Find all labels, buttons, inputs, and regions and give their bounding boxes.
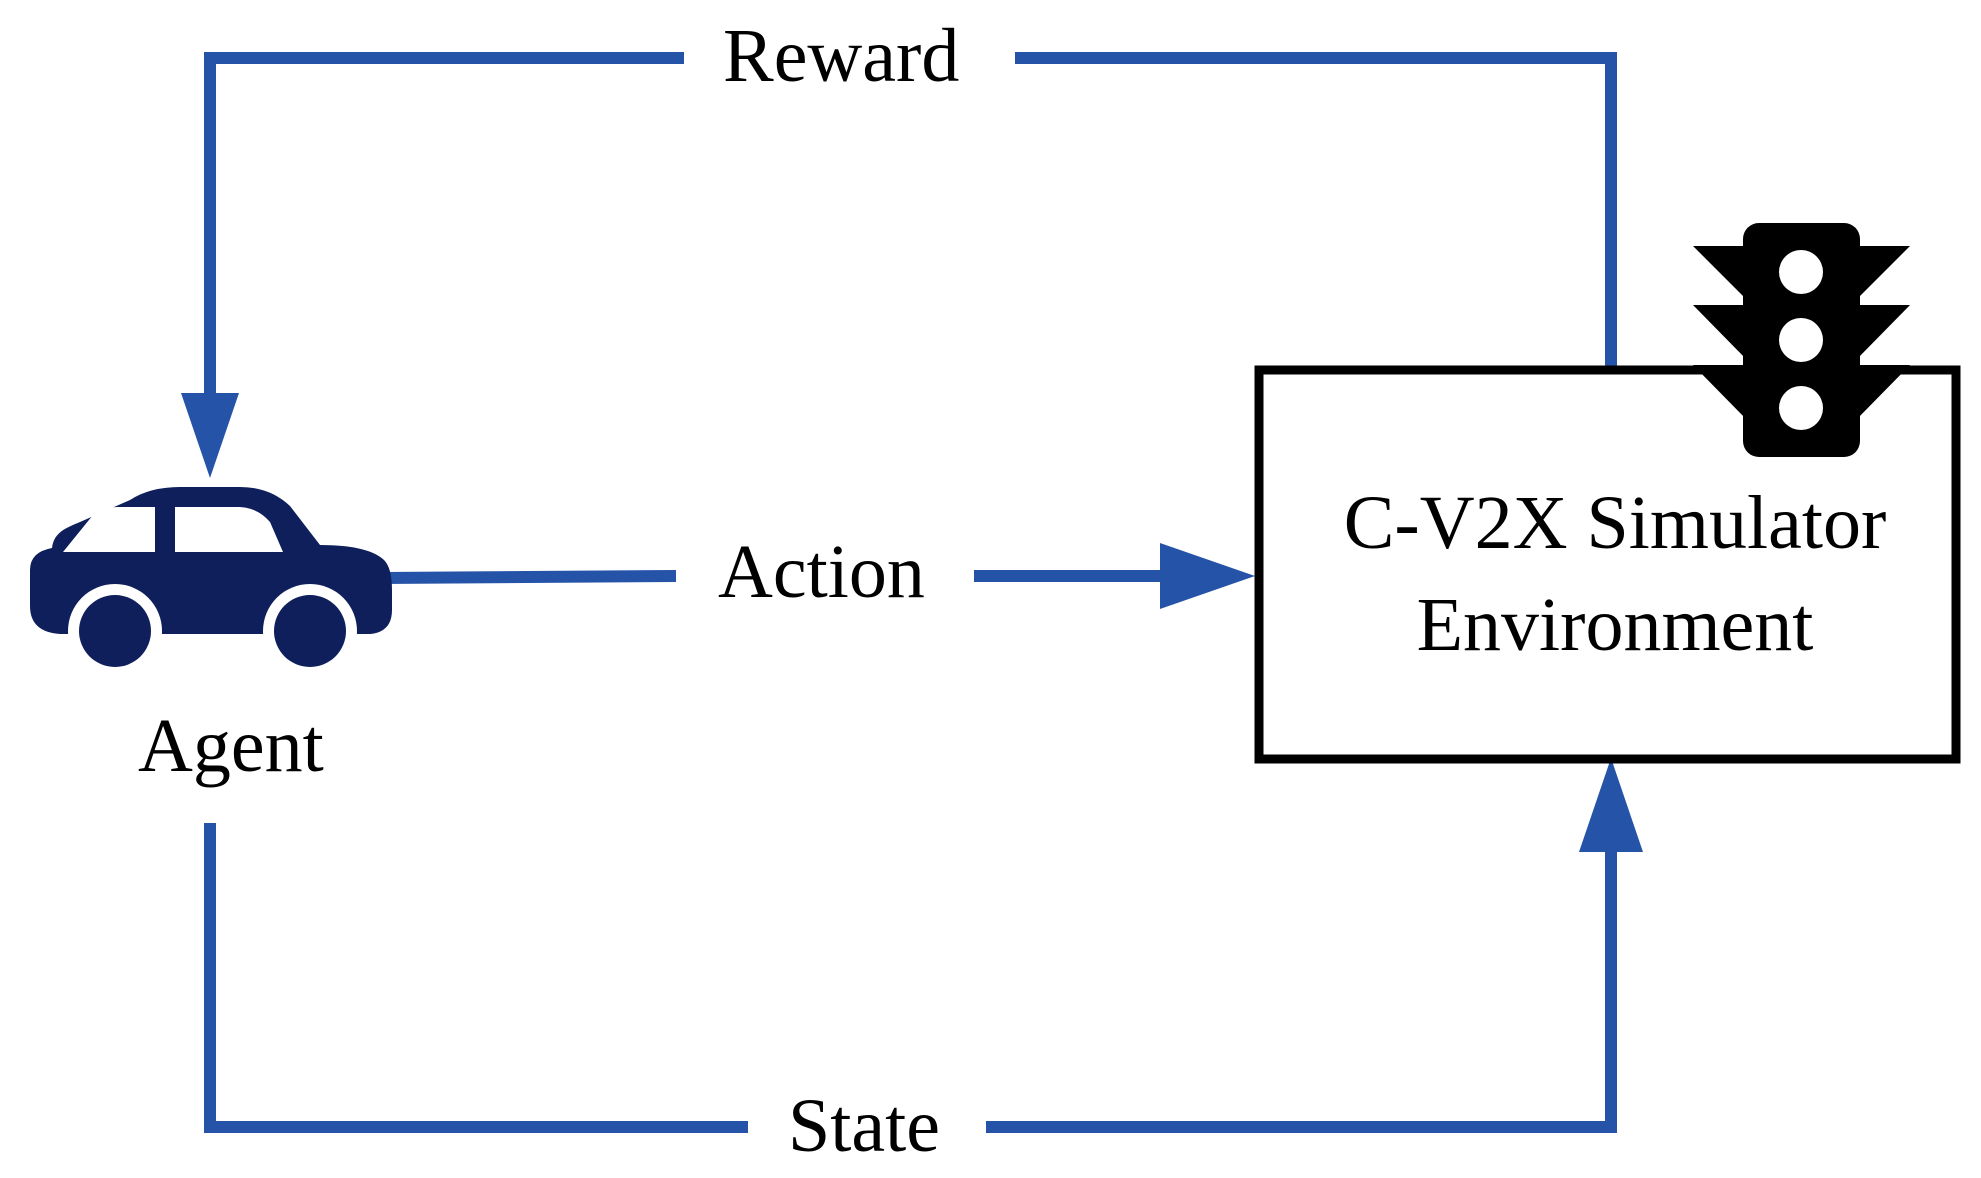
agent-label: Agent bbox=[138, 704, 324, 788]
environment-box bbox=[1254, 365, 1961, 764]
reward-arrow bbox=[204, 52, 1617, 405]
action-label: Action bbox=[718, 530, 925, 614]
action-arrow bbox=[377, 570, 1168, 584]
environment-title-line2: Environment bbox=[1416, 583, 1814, 667]
reward-arrowhead bbox=[181, 393, 239, 478]
traffic-light-icon bbox=[1693, 223, 1910, 457]
environment-title-line1: C-V2X Simulator bbox=[1343, 481, 1887, 565]
state-label: State bbox=[788, 1084, 940, 1168]
reward-label: Reward bbox=[723, 14, 960, 98]
state-arrow bbox=[204, 823, 1617, 1133]
environment-label: C-V2X Simulator Environment bbox=[1255, 472, 1975, 676]
action-arrowhead bbox=[1160, 543, 1255, 609]
car-icon bbox=[30, 487, 392, 678]
state-arrowhead bbox=[1579, 758, 1643, 852]
